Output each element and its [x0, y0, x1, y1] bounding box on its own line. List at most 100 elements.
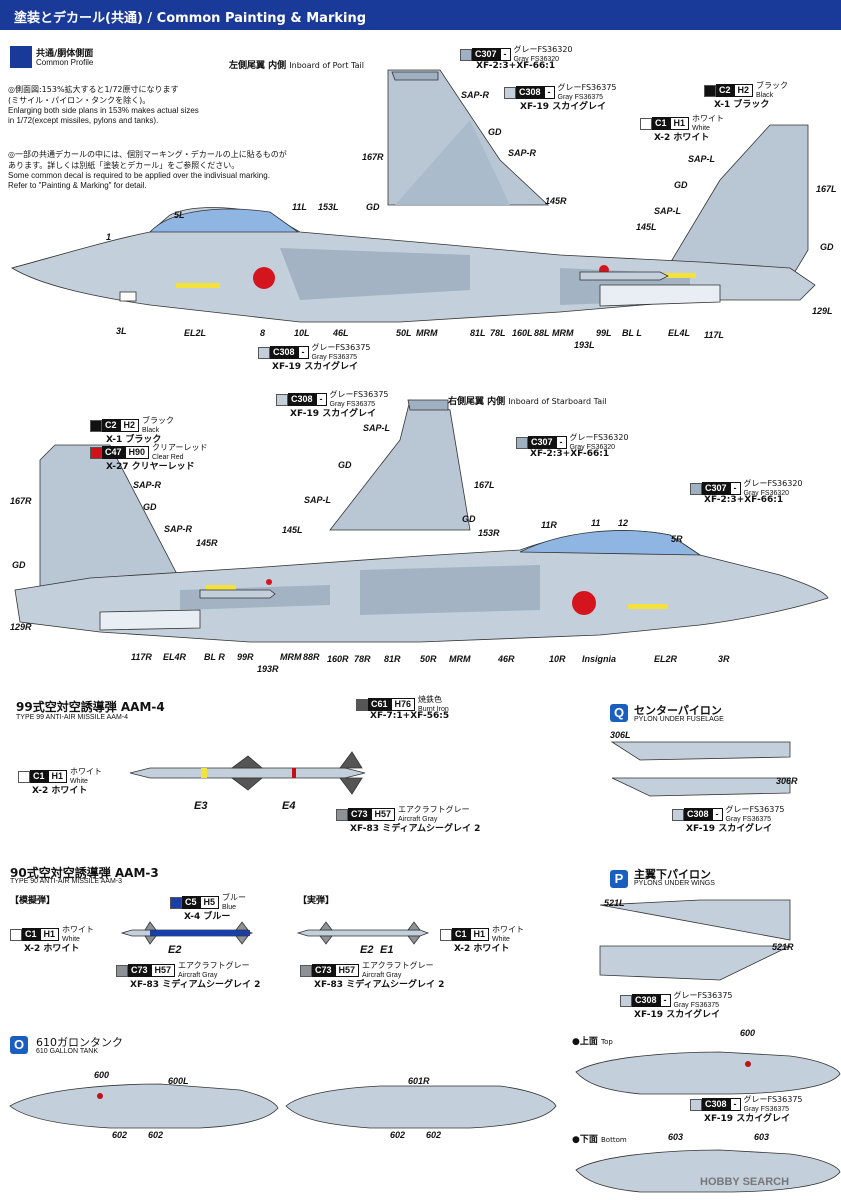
lbl-MRM-2: MRM [552, 328, 574, 338]
lbl-tank-602-a: 602 [112, 1130, 128, 1140]
profile-note1-en: Enlarging both side plans in 153% makes … [8, 106, 199, 115]
lbl-E4: E4 [282, 800, 296, 812]
lbl-b-3R: 3R [718, 654, 730, 664]
lbl-b-BL-R: BL R [204, 652, 225, 662]
lbl-b-12: 12 [618, 518, 629, 528]
profile-note2-en2: Refer to "Painting & Marking" for detail… [8, 181, 147, 190]
section-square-icon [10, 46, 32, 68]
lbl-50L: 50L [396, 328, 412, 338]
lbl-b-EL4R: EL4R [163, 652, 187, 662]
lbl-EL2L: EL2L [184, 328, 207, 338]
lbl-b-81R: 81R [384, 654, 401, 664]
lbl-b-SAP-R-1: SAP-R [133, 480, 162, 490]
lbl-tank-602-d: 602 [426, 1130, 442, 1140]
lbl-SAP-L-1: SAP-L [688, 154, 715, 164]
profile-title: 共通/胴体側面 [36, 49, 94, 59]
lbl-BL-L: BL L [622, 328, 642, 338]
lbl-aam3-E2-live: E2 [360, 944, 374, 956]
lbl-153L: 153L [318, 202, 339, 212]
lbl-8: 8 [260, 328, 266, 338]
lbl-tank-600: 600 [94, 1070, 110, 1080]
lbl-b-153R: 153R [478, 528, 500, 538]
lbl-167L: 167L [816, 184, 837, 194]
lbl-b-50R: 50R [420, 654, 437, 664]
lbl-tank-top-600: 600 [740, 1028, 756, 1038]
lbl-b-SAP-R-2: SAP-R [164, 524, 193, 534]
lbl-5L: 5L [174, 210, 185, 220]
lbl-SAP-L-2: SAP-L [654, 206, 681, 216]
port-tail-title: 左側尾翼 内側 Inboard of Port Tail [229, 61, 364, 71]
page-title: 塗装とデカール(共通) / Common Painting & Marking [14, 11, 367, 26]
lbl-b-MRM-2: MRM [449, 654, 471, 664]
lbl-b-EL2R: EL2R [654, 654, 678, 664]
lbl-b-GD-3: GD [338, 460, 352, 470]
lbl-GD-tail2: GD [674, 180, 688, 190]
lbl-tank-600L: 600L [168, 1076, 189, 1086]
lbl-193L: 193L [574, 340, 595, 350]
lbl-b-GD-4: GD [462, 514, 476, 524]
lbl-b-167L: 167L [474, 480, 495, 490]
lbl-10L: 10L [294, 328, 310, 338]
lbl-GD-port-1: GD [488, 127, 502, 137]
lbl-b-46R: 46R [498, 654, 515, 664]
lbl-306L: 306L [610, 730, 631, 740]
aam3-title: 90式空対空誘導弾 AAM-3 [10, 866, 159, 880]
section-q-badge: Q [610, 704, 628, 722]
lbl-b-145L: 145L [282, 525, 303, 535]
lbl-GD-port-2: GD [366, 202, 380, 212]
lbl-521R: 521R [772, 942, 794, 952]
lbl-MRM-1: MRM [416, 328, 438, 338]
lbl-aam3-E2-dummy: E2 [168, 944, 182, 956]
pylon-p-title-en: PYLONS UNDER WINGS [634, 880, 715, 887]
lbl-b-GD-1: GD [143, 502, 157, 512]
lbl-b-SAP-L-1: SAP-L [363, 423, 390, 433]
tank-title-en: 610 GALLON TANK [36, 1048, 98, 1055]
profile-note1-jp2: (ミサイル・パイロン・タンクを除く)。 [8, 96, 151, 105]
lbl-3L: 3L [116, 326, 127, 336]
aam4-title-en: TYPE 99 ANTI-AIR MISSILE AAM-4 [16, 714, 129, 721]
profile-note1-en2: in 1/72(except missiles, pylons and tank… [8, 116, 159, 125]
lbl-b-SAP-L-2: SAP-L [304, 495, 331, 505]
lbl-tank-602-b: 602 [148, 1130, 164, 1140]
lbl-11L: 11L [292, 202, 307, 212]
lbl-b-11: 11 [591, 518, 601, 528]
lbl-99L: 99L [596, 328, 612, 338]
lbl-GD-tail: GD [820, 242, 834, 252]
lbl-b-GD-2: GD [12, 560, 26, 570]
lbl-167R: 167R [362, 152, 384, 162]
profile-subtitle: Common Profile [36, 58, 94, 67]
lbl-tank-603-b: 603 [754, 1132, 770, 1142]
lbl-b-MRM-1: MRM [280, 652, 302, 662]
lbl-SAP-R-1: SAP-R [461, 90, 490, 100]
lbl-b-160R: 160R [327, 654, 349, 664]
lbl-b-99R: 99R [237, 652, 254, 662]
profile-note2-jp2: あります。詳しくは別紙「塗装とデカール」をご参照ください。 [8, 161, 240, 170]
lbl-SAP-R-2: SAP-R [508, 148, 537, 158]
profile-note2-jp: ◎一部の共通デカールの中には、個別マーキング・デカールの上に貼るものが [8, 150, 287, 159]
lbl-145R-port: 145R [545, 196, 567, 206]
lbl-521L: 521L [604, 898, 625, 908]
lbl-tank-603-a: 603 [668, 1132, 684, 1142]
lbl-b-5R: 5R [671, 534, 683, 544]
starboard-tail-title: 右側尾翼 内側 Inboard of Starboard Tail [448, 397, 607, 407]
lbl-88L: 88L [534, 328, 550, 338]
lbl-b-78R: 78R [354, 654, 371, 664]
lbl-b-167R: 167R [10, 496, 32, 506]
